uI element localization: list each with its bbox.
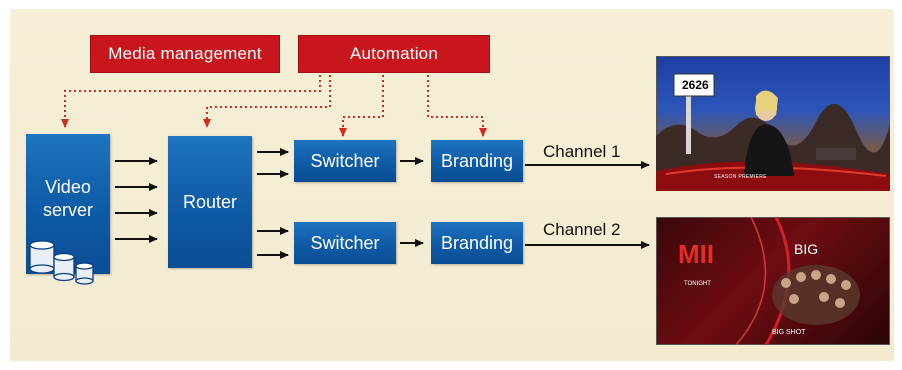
channel-2-label: Channel 2	[543, 220, 621, 239]
screen-1-sign-text: 2626	[682, 78, 709, 92]
channel-1-label: Channel 1	[543, 142, 621, 161]
media-management-label: Media management	[108, 44, 262, 63]
media-management-box: Media management	[90, 35, 280, 73]
branding-label-2: Branding	[440, 232, 514, 253]
video-server-label: Video server	[42, 177, 93, 220]
branding-box-1: Branding	[431, 140, 523, 182]
switcher-box-2: Switcher	[294, 222, 396, 264]
automation-box: Automation	[298, 35, 490, 73]
screen-2-big-text: BIG	[794, 241, 819, 257]
control-line-video-server	[61, 75, 321, 128]
branding-box-2: Branding	[431, 222, 523, 264]
router-label: Router	[182, 191, 238, 212]
channel-1-screen: 2626 SEASON PREMIERE	[656, 56, 890, 191]
channel-1-scene	[656, 73, 890, 191]
channel-2-screen: MII BIG TONIGHT BIG SHOT	[656, 217, 890, 345]
video-server-box: Video server	[26, 134, 110, 274]
branding-label-1: Branding	[440, 150, 514, 171]
switcher-label-2: Switcher	[310, 232, 380, 253]
screen-2-show-text: BIG SHOT	[772, 329, 806, 336]
control-line-branding	[427, 75, 487, 137]
channel-2-scene	[735, 217, 860, 345]
switcher-box-1: Switcher	[294, 140, 396, 182]
screen-1-caption: SEASON PREMIERE	[714, 174, 767, 180]
automation-label: Automation	[350, 44, 438, 63]
database-icon	[29, 240, 94, 285]
control-line-router	[203, 75, 331, 128]
connector-layer	[61, 75, 650, 259]
screen-2-tonight-text: TONIGHT	[684, 281, 711, 287]
screen-2-logo-text: MII	[678, 239, 715, 269]
router-box: Router	[168, 136, 252, 268]
diagram-canvas: Media management Automation Video server…	[10, 9, 894, 361]
control-line-switcher	[339, 75, 384, 137]
switcher-label-1: Switcher	[310, 150, 380, 171]
